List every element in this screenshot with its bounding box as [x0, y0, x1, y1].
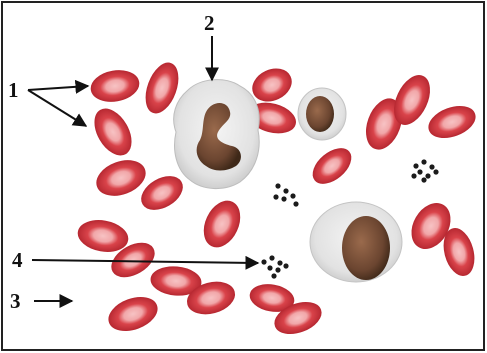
platelet — [433, 169, 438, 174]
red-blood-cell — [76, 217, 130, 255]
red-blood-cell — [89, 67, 141, 105]
platelet — [273, 194, 278, 199]
red-blood-cell — [92, 154, 150, 201]
platelet — [293, 201, 298, 206]
white-blood-cell-large — [310, 202, 402, 282]
platelet — [290, 193, 295, 198]
platelet — [413, 163, 418, 168]
red-blood-cell — [104, 291, 161, 336]
label-4: 4 — [12, 248, 23, 272]
red-blood-cell — [88, 103, 139, 161]
platelet — [275, 267, 280, 272]
platelet — [283, 263, 288, 268]
platelet — [421, 177, 426, 182]
red-blood-cell — [425, 101, 480, 144]
platelet — [271, 273, 276, 278]
platelet — [261, 259, 266, 264]
platelet — [421, 159, 426, 164]
label-3: 3 — [10, 289, 21, 313]
platelet — [275, 183, 280, 188]
platelet — [267, 265, 272, 270]
platelet-cluster — [273, 183, 298, 206]
platelet — [269, 255, 274, 260]
platelet-cluster — [261, 255, 288, 278]
platelet — [425, 173, 430, 178]
platelet — [283, 188, 288, 193]
platelet — [411, 173, 416, 178]
red-blood-cell — [307, 142, 357, 190]
large-wbc-nucleus — [342, 216, 390, 280]
arrow-1a — [28, 86, 88, 90]
platelet — [429, 164, 434, 169]
platelet — [281, 196, 286, 201]
small-wbc-nucleus — [306, 96, 334, 132]
platelet-cluster — [411, 159, 438, 182]
platelet — [277, 260, 282, 265]
arrow-1b — [28, 90, 86, 126]
label-2: 2 — [204, 11, 215, 35]
label-1: 1 — [8, 78, 19, 102]
platelet — [417, 169, 422, 174]
white-blood-cell-neutrophil — [174, 80, 260, 189]
red-blood-cell — [197, 195, 246, 252]
white-blood-cell-small — [298, 88, 346, 140]
